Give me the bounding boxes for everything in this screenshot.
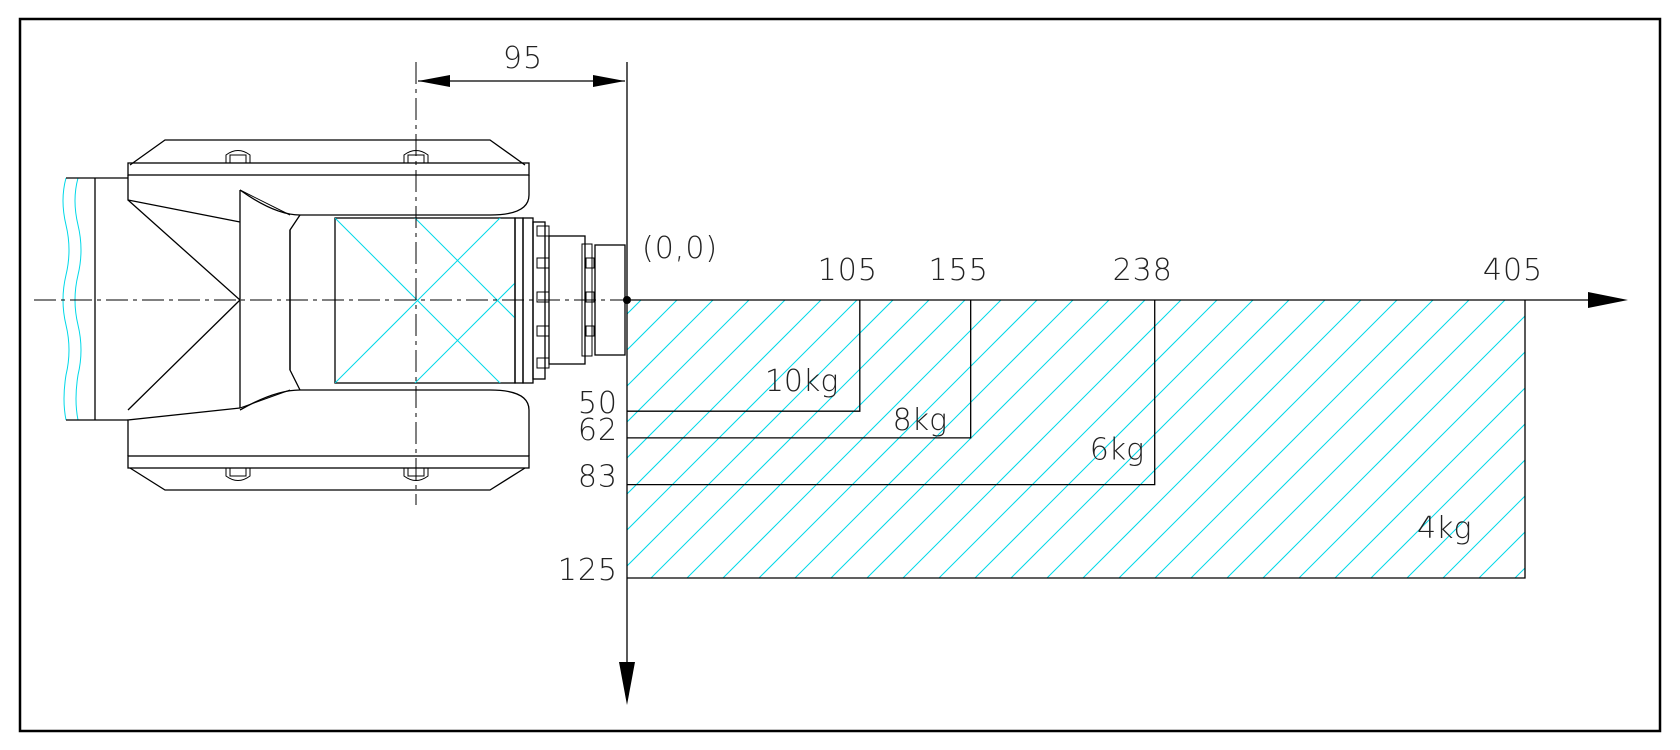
hatch-line bbox=[627, 300, 678, 351]
hatch-line bbox=[830, 300, 1110, 578]
x-tick-label: 105 bbox=[818, 253, 878, 288]
zone-label: 10kg bbox=[765, 364, 839, 399]
zone-boundary-10kg bbox=[627, 300, 861, 412]
hatch-line bbox=[722, 300, 1002, 578]
hatch-line bbox=[1154, 300, 1434, 578]
y-tick-label: 50 bbox=[578, 386, 618, 421]
hatch-line bbox=[627, 300, 894, 567]
y-tick-label: 125 bbox=[558, 553, 618, 588]
hatch-line bbox=[1046, 300, 1326, 578]
hatch-line bbox=[627, 300, 786, 459]
hatch-line bbox=[758, 300, 1038, 578]
origin-point bbox=[623, 296, 631, 304]
y-tick-label: 62 bbox=[578, 413, 618, 448]
hatch-line bbox=[1370, 423, 1526, 578]
hatch-line bbox=[1010, 300, 1290, 578]
hatch-line bbox=[1478, 531, 1526, 578]
hatch-line bbox=[627, 300, 750, 423]
hatch-line bbox=[1298, 351, 1526, 578]
zone-label: 8kg bbox=[893, 403, 947, 438]
y-axis-arrow bbox=[619, 662, 635, 705]
x-tick-label: 155 bbox=[929, 253, 989, 288]
hatch-line bbox=[866, 300, 1146, 578]
zone-label: 4kg bbox=[1417, 511, 1471, 546]
hatch-line bbox=[1190, 300, 1470, 578]
payload-zone-outlines bbox=[627, 300, 1526, 579]
x-tick-label: 405 bbox=[1483, 253, 1543, 288]
zone-label: 6kg bbox=[1090, 433, 1144, 468]
origin-label: (0,0) bbox=[642, 231, 718, 266]
hatch-line bbox=[1442, 495, 1526, 578]
hatch-line bbox=[627, 300, 858, 531]
hatch-line bbox=[974, 300, 1254, 578]
zone-boundary-6kg bbox=[627, 300, 1156, 486]
hatch-line bbox=[627, 300, 642, 315]
x-tick-labels: 105 155 238 405 bbox=[818, 253, 1543, 288]
axes bbox=[619, 62, 1628, 705]
hatch-line bbox=[627, 300, 822, 495]
hatch-line bbox=[627, 300, 714, 387]
hatch-line bbox=[902, 300, 1182, 578]
offset-label: 95 bbox=[503, 41, 543, 76]
hatch-line bbox=[1226, 300, 1506, 578]
hatch-line bbox=[1082, 300, 1362, 578]
offset-dimension: 95 bbox=[418, 41, 625, 87]
hatch-line bbox=[1262, 315, 1526, 578]
hatch-line bbox=[794, 300, 1074, 578]
hatch-line bbox=[650, 300, 930, 578]
zone-boundary-4kg bbox=[627, 300, 1526, 579]
y-tick-label: 83 bbox=[578, 460, 618, 495]
hatch-line bbox=[1514, 567, 1526, 578]
hatch-line bbox=[1118, 300, 1398, 578]
payload-zones bbox=[627, 300, 1526, 578]
hatch-line bbox=[686, 300, 966, 578]
drawing-frame bbox=[18, 17, 1662, 733]
hatch-line bbox=[938, 300, 1218, 578]
x-axis-arrow bbox=[1588, 292, 1628, 308]
robot-wrist-drawing bbox=[34, 62, 626, 505]
zone-labels: 10kg 8kg 6kg 4kg bbox=[765, 364, 1472, 546]
x-tick-label: 238 bbox=[1113, 253, 1173, 288]
zone-boundary-8kg bbox=[627, 300, 972, 439]
hatch-line bbox=[1406, 459, 1526, 578]
hatch-line bbox=[1334, 387, 1526, 578]
